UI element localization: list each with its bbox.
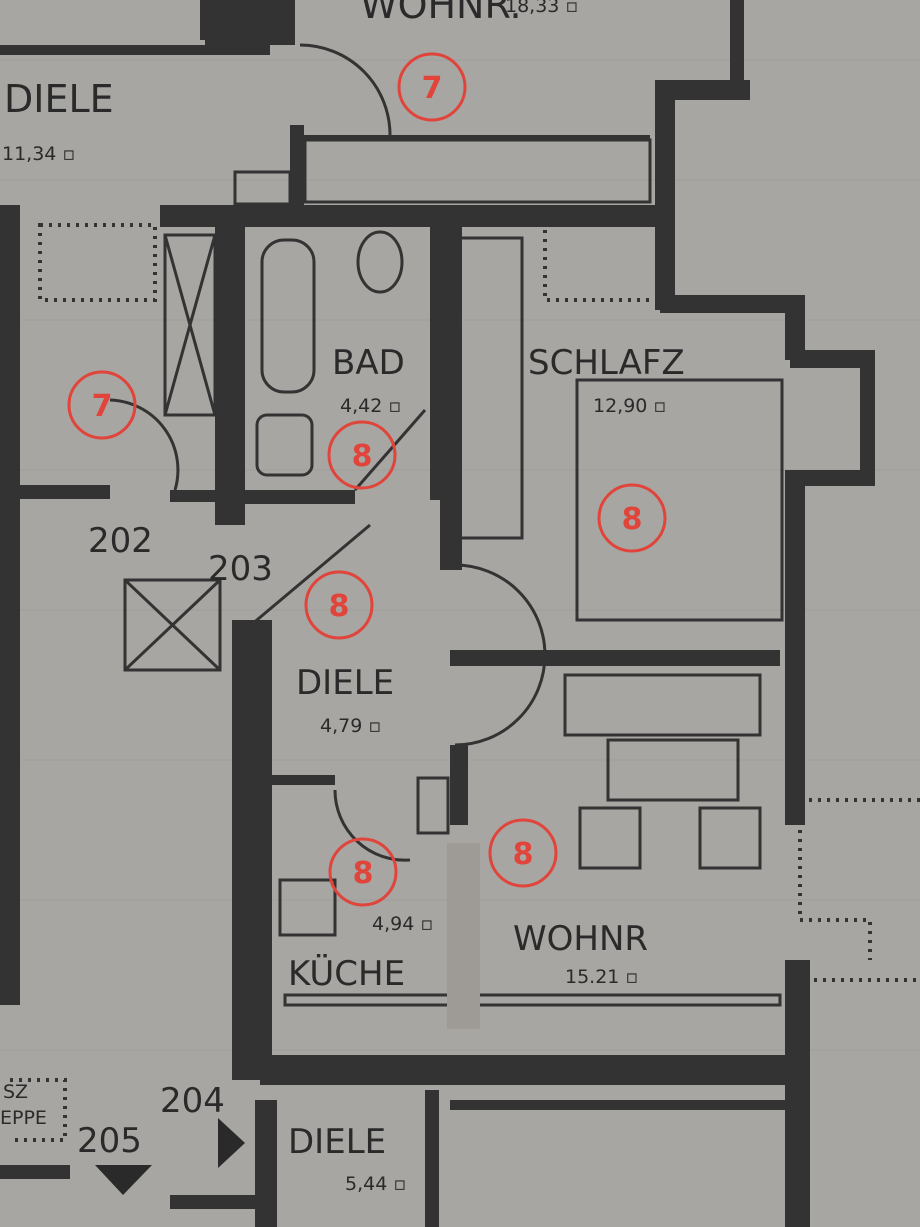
sink <box>255 413 314 477</box>
room-name-schlafz: SCHLAFZ <box>528 343 685 383</box>
room-area-bad: 4,42 ▫ <box>340 395 401 417</box>
marker-7-top: 7 <box>397 52 467 122</box>
room-area-schlafz: 12,90 ▫ <box>593 395 666 417</box>
bed <box>575 378 784 622</box>
svg-text:8: 8 <box>622 502 643 537</box>
table <box>606 738 740 802</box>
bathtub <box>260 238 316 394</box>
svg-text:8: 8 <box>329 589 350 624</box>
walls <box>0 0 875 1227</box>
toilet <box>356 230 404 294</box>
room-area-wohnr: 15.21 ▫ <box>565 966 638 988</box>
room-area-kueche: 4,94 ▫ <box>372 913 433 935</box>
fixtures <box>123 138 784 1007</box>
marker-8-schlafz: 8 <box>597 483 667 553</box>
wardrobe <box>303 138 652 204</box>
room-number-202: 202 <box>88 521 153 561</box>
room-name-diele-center: DIELE <box>296 663 394 703</box>
room-name-kueche: KÜCHE <box>288 953 405 994</box>
room-name-wohnr-top: WOHNR. <box>360 0 522 27</box>
svg-text:8: 8 <box>513 837 534 872</box>
marker-8-diele: 8 <box>304 570 374 640</box>
treppe-label-2: EPPE <box>0 1107 47 1129</box>
room-name-diele-left: DIELE <box>4 77 114 121</box>
room-number-204: 204 <box>160 1081 225 1121</box>
room-area-diele-center: 4,79 ▫ <box>320 715 381 737</box>
marker-8-kueche: 8 <box>328 837 398 907</box>
marker-7-left: 7 <box>67 370 137 440</box>
redaction-bar <box>447 843 480 1029</box>
room-area-diele-bottom: 5,44 ▫ <box>345 1173 406 1195</box>
closet <box>458 236 524 540</box>
room-name-diele-bottom: DIELE <box>288 1122 386 1162</box>
svg-text:7: 7 <box>422 71 443 106</box>
svg-text:8: 8 <box>353 856 374 891</box>
room-area-diele-left: 11,34 ▫ <box>2 143 75 165</box>
sofa <box>563 673 762 737</box>
marker-8-wohnr: 8 <box>488 818 558 888</box>
svg-text:8: 8 <box>352 439 373 474</box>
room-number-203: 203 <box>208 549 273 589</box>
marker-8-bad: 8 <box>327 420 397 490</box>
room-area-wohnr-top: 18,33 ▫ <box>505 0 578 17</box>
svg-text:7: 7 <box>92 389 113 424</box>
arrow-right-icon <box>218 1118 245 1168</box>
room-number-205: 205 <box>77 1121 142 1161</box>
chair <box>578 806 642 870</box>
treppe-label-1: SZ <box>3 1081 28 1103</box>
stove <box>278 878 337 937</box>
door-swings <box>109 43 547 862</box>
chair <box>698 806 762 870</box>
room-name-wohnr: WOHNR <box>513 919 648 959</box>
arrow-down-icon <box>95 1165 152 1195</box>
room-name-bad: BAD <box>332 343 405 383</box>
shaft <box>123 578 222 672</box>
window-outlines <box>10 223 920 1142</box>
